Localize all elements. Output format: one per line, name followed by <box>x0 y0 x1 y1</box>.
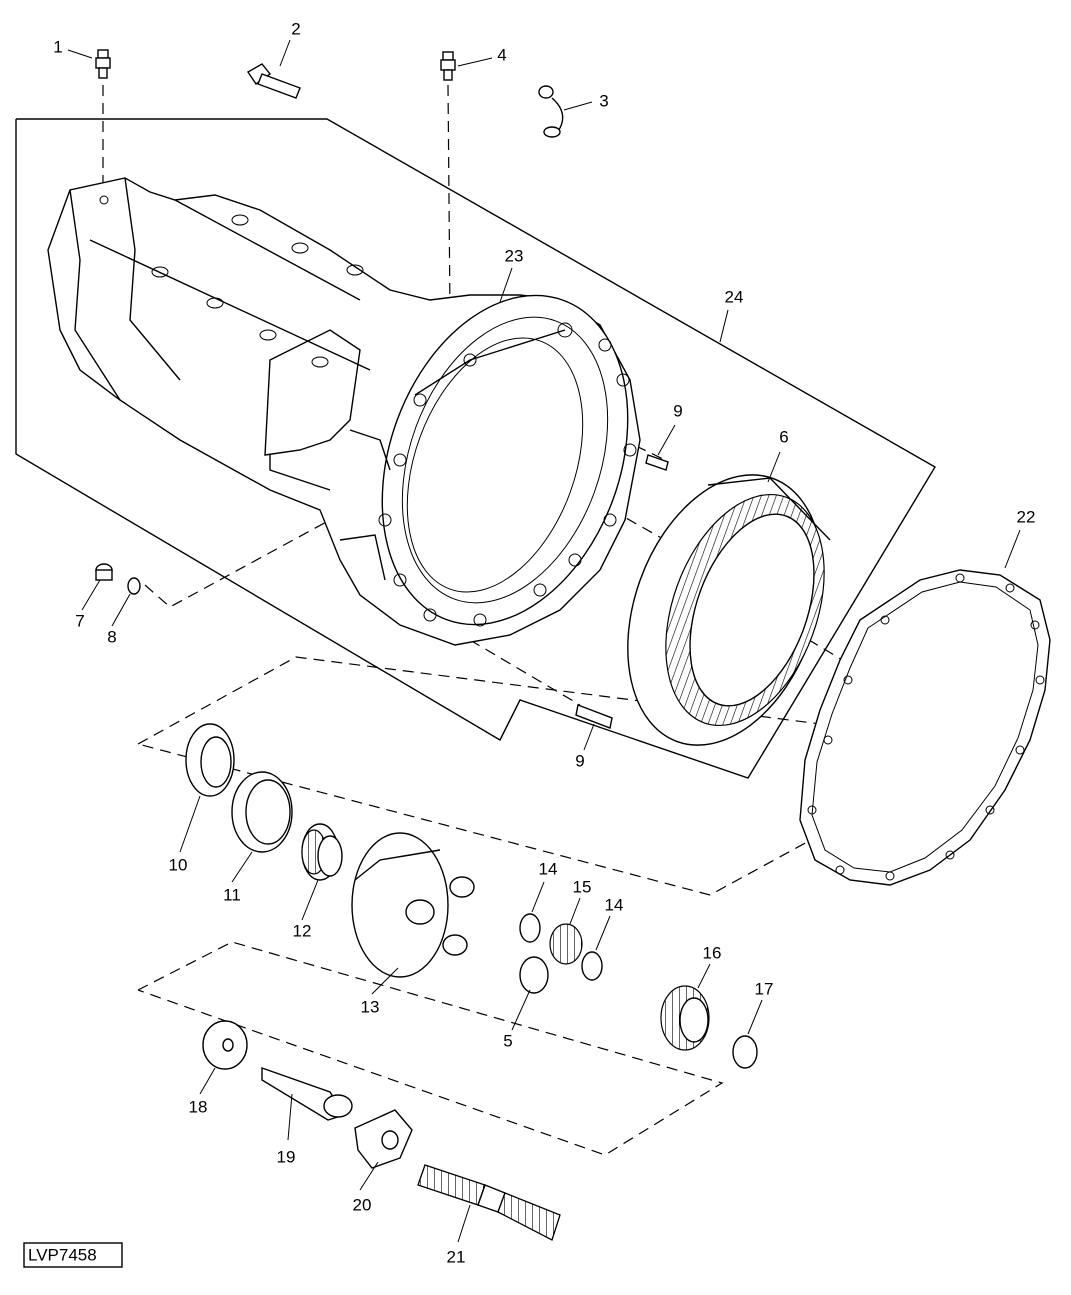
drawing-code: LVP7458 <box>28 1245 97 1264</box>
callout-20: 20 <box>353 1195 372 1214</box>
callout-14-left: 14 <box>539 859 558 878</box>
callout-10: 10 <box>169 855 188 874</box>
planet-carrier-13 <box>351 832 475 978</box>
assembly-outline-24 <box>15 118 936 779</box>
ring-gear-6 <box>627 474 831 746</box>
callout-5: 5 <box>503 1031 512 1050</box>
callout-18: 18 <box>189 1097 208 1116</box>
callout-8: 8 <box>107 627 116 646</box>
callout-17: 17 <box>755 979 774 998</box>
callout-24: 24 <box>725 287 744 306</box>
breather-3 <box>538 85 564 138</box>
callout-4: 4 <box>497 45 506 64</box>
callout-11: 11 <box>223 885 241 904</box>
drive-shaft-21 <box>417 1164 561 1241</box>
grease-fitting-1 <box>95 49 111 79</box>
callout-23: 23 <box>505 246 524 265</box>
retainer-plate-20 <box>354 1109 413 1169</box>
axle-housing-23 <box>47 177 641 646</box>
washer-14-left <box>519 913 541 943</box>
cap-screw-19 <box>261 1067 353 1121</box>
callout-3: 3 <box>599 91 608 110</box>
plug-7 <box>95 563 113 581</box>
snap-ring-17 <box>732 1035 758 1069</box>
callout-7: 7 <box>75 611 84 630</box>
callout-9-lower: 9 <box>575 751 584 770</box>
dowel-pin-9-lower <box>575 704 613 729</box>
callout-14-right: 14 <box>605 895 624 914</box>
callout-21: 21 <box>447 1247 466 1266</box>
callout-13: 13 <box>361 997 380 1016</box>
callout-15: 15 <box>573 877 592 896</box>
o-ring-8 <box>127 577 141 595</box>
callout-22: 22 <box>1017 507 1036 526</box>
cap-screw-2 <box>247 63 301 99</box>
callout-9-upper: 9 <box>673 401 682 420</box>
bearing-cone-12 <box>301 823 343 881</box>
callout-1: 1 <box>53 37 62 56</box>
dowel-pin-9-upper <box>645 454 669 471</box>
leader-lines <box>67 39 1021 1243</box>
washer-14-right <box>581 951 603 981</box>
callout-2: 2 <box>291 19 300 38</box>
callout-12: 12 <box>293 921 312 940</box>
thrust-washer-18 <box>202 1020 248 1070</box>
callout-19: 19 <box>277 1147 296 1166</box>
grease-fitting-4 <box>440 51 456 81</box>
needle-bearing-15 <box>549 923 583 965</box>
planet-gear-16 <box>660 985 710 1051</box>
drawing-code-box <box>23 1242 123 1268</box>
callout-16: 16 <box>703 943 722 962</box>
bearing-cup-11 <box>231 771 293 853</box>
seal-10 <box>185 723 235 797</box>
snap-ring-5 <box>519 956 549 994</box>
gasket-22 <box>799 569 1051 886</box>
callout-6: 6 <box>779 427 788 446</box>
